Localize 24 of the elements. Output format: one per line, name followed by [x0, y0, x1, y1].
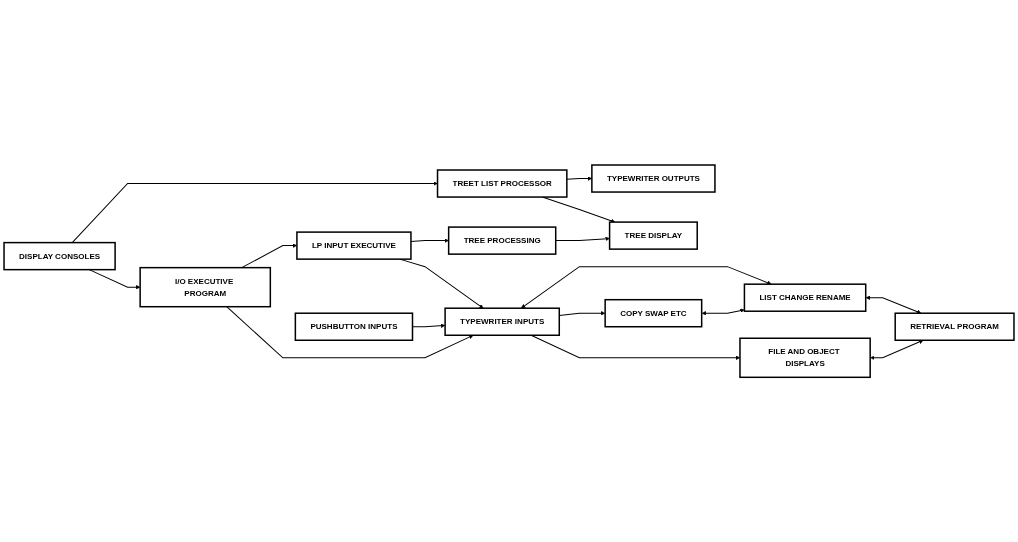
arrow — [701, 308, 745, 316]
arrow — [399, 258, 484, 309]
node-box: LP INPUT EXECUTIVE — [296, 231, 412, 260]
node-box: RETRIEVAL PROGRAM — [894, 312, 1015, 341]
node-box: TYPEWRITER OUTPUTS — [591, 164, 716, 193]
node-box: LIST CHANGE RENAME — [743, 283, 867, 312]
node-box: FILE AND OBJECT DISPLAYS — [739, 337, 871, 378]
arrow — [88, 269, 141, 290]
node-box: PUSHBUTTON INPUTS — [294, 312, 414, 341]
arrow — [870, 339, 924, 360]
node-box: TREET LIST PROCESSOR — [436, 169, 568, 198]
node-box: TREE PROCESSING — [447, 226, 557, 255]
arrow — [865, 295, 922, 314]
arrow — [555, 236, 610, 241]
arrow — [226, 306, 474, 359]
arrow — [410, 238, 449, 243]
arrow — [412, 323, 446, 328]
arrow — [521, 266, 772, 309]
node-box: DISPLAY CONSOLES — [3, 241, 116, 271]
node-box: I/O EXECUTIVE PROGRAM — [139, 266, 272, 308]
node-box: COPY SWAP ETC — [604, 298, 703, 328]
arrow — [71, 181, 438, 243]
node-box: TREE DISPLAY — [608, 221, 698, 250]
node-box: TYPEWRITER INPUTS — [444, 307, 560, 336]
